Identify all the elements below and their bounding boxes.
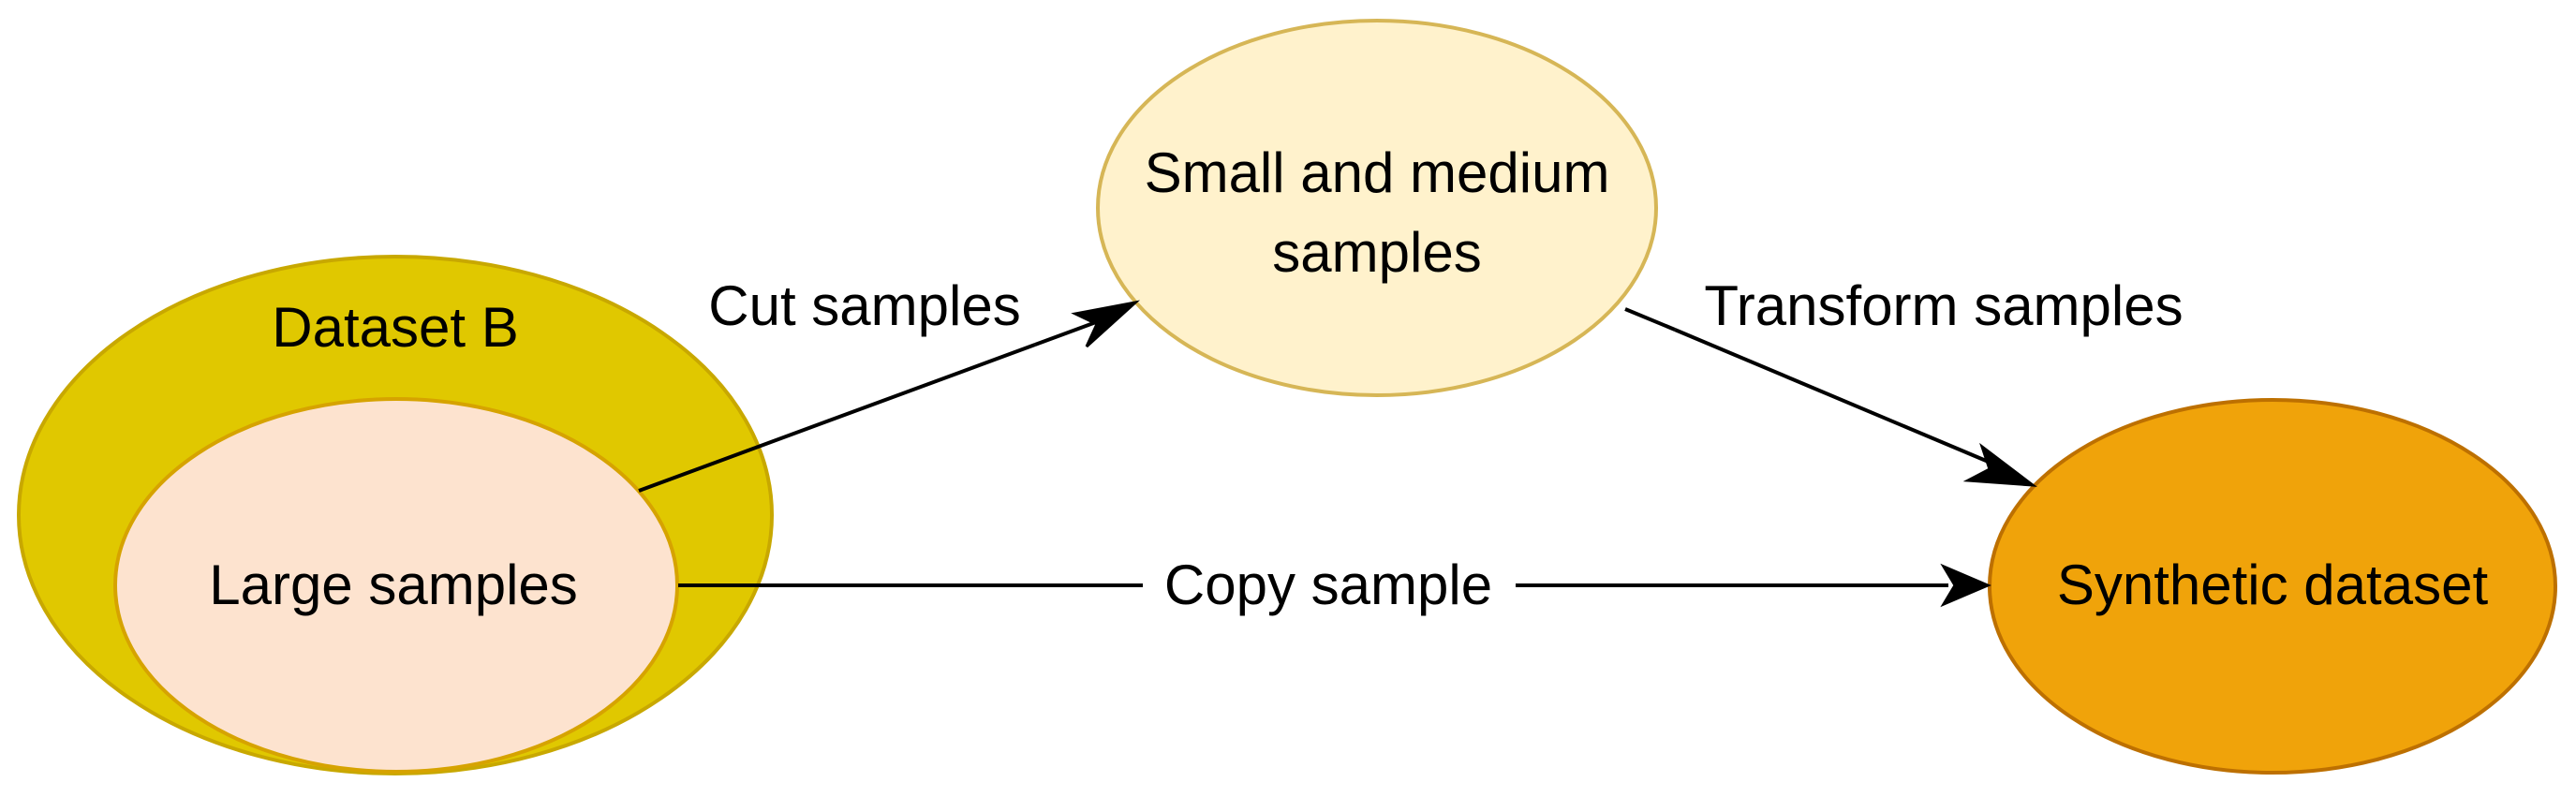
copy-sample-label-bg bbox=[1143, 548, 1516, 619]
synthetic-dataset-label: Synthetic dataset bbox=[2057, 553, 2489, 616]
transform-samples-arrowhead bbox=[1962, 442, 2037, 487]
copy-sample-label: Copy sample bbox=[1164, 553, 1492, 616]
cut-samples-arrowhead bbox=[1071, 300, 1140, 348]
cut-samples-label: Cut samples bbox=[708, 274, 1020, 337]
dataset-b-label: Dataset B bbox=[272, 296, 518, 359]
large-samples-node bbox=[113, 397, 679, 774]
transform-samples-label: Transform samples bbox=[1704, 274, 2183, 337]
small-medium-samples-label-line1: Small and medium bbox=[1145, 141, 1610, 204]
cut-samples-arrow bbox=[638, 343, 1036, 493]
copy-sample-arrowhead bbox=[1940, 563, 1991, 608]
large-samples-label: Large samples bbox=[209, 553, 578, 616]
small-medium-samples-node bbox=[1096, 19, 1658, 397]
small-medium-samples-label-line2: samples bbox=[1272, 221, 1481, 284]
transform-samples-arrow bbox=[1624, 307, 1676, 332]
synthetic-dataset-node bbox=[1988, 398, 2557, 775]
transform-samples-arrow-main bbox=[1674, 328, 1991, 465]
cut-samples-arrow-tip bbox=[1034, 320, 1097, 347]
